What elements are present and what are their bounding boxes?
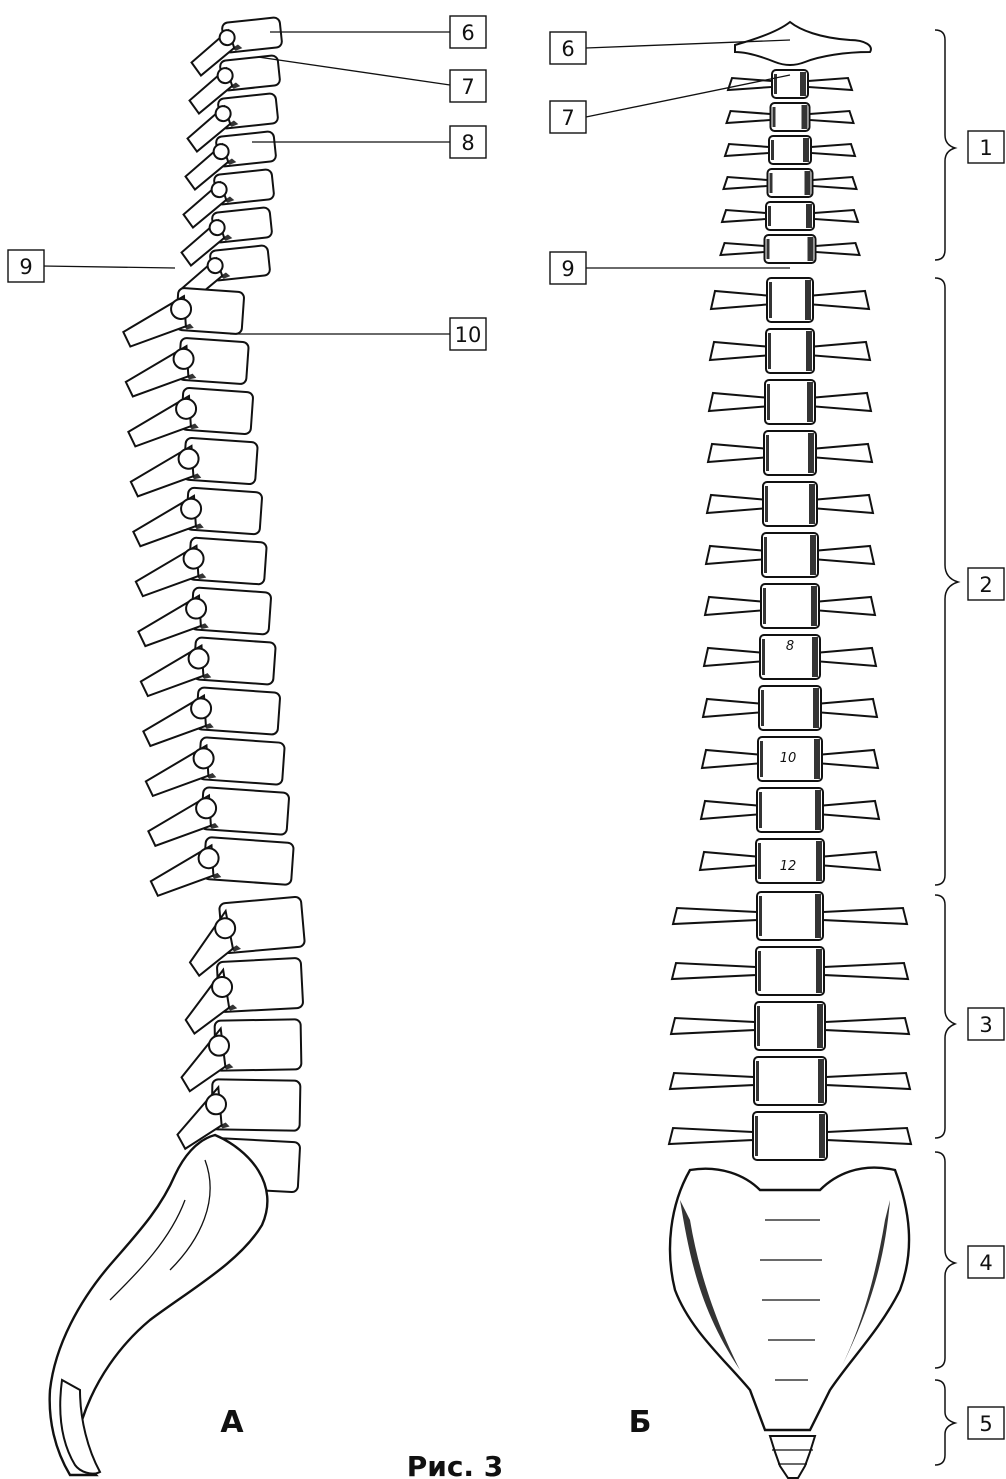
vertebra-marking-10: 10 (780, 751, 797, 766)
anterior-vertebra (725, 136, 855, 164)
anterior-atlas (735, 22, 871, 65)
anterior-vertebrae (669, 70, 911, 1160)
svg-text:3: 3 (979, 1013, 992, 1037)
anterior-vertebra (703, 686, 877, 730)
anterior-vertebra (710, 329, 870, 373)
view-label-b: Б (629, 1405, 652, 1440)
svg-text:7: 7 (461, 75, 474, 99)
lateral-spine (50, 17, 307, 1475)
svg-text:5: 5 (979, 1412, 992, 1436)
anterior-spine (669, 22, 911, 1478)
anterior-vertebra (706, 533, 874, 577)
anterior-vertebra (707, 482, 873, 526)
anterior-callout-9: 9 (550, 252, 790, 284)
anterior-vertebra (727, 103, 854, 131)
anterior-vertebra (670, 1057, 910, 1105)
figure-caption: Рис. 3 (407, 1450, 504, 1479)
svg-text:9: 9 (19, 255, 32, 279)
anterior-coccyx (770, 1436, 815, 1478)
svg-text:10: 10 (455, 323, 482, 347)
lateral-vertebral-bodies (122, 17, 306, 1212)
anterior-vertebra (673, 892, 907, 940)
svg-text:6: 6 (561, 37, 574, 61)
anterior-vertebra (671, 1002, 909, 1050)
svg-text:4: 4 (979, 1251, 992, 1275)
anterior-vertebra (721, 235, 860, 263)
lateral-callout-10: 10 (230, 318, 486, 350)
svg-text:7: 7 (561, 106, 574, 130)
lateral-callout-8: 8 (252, 126, 486, 158)
anterior-vertebra (722, 202, 858, 230)
anterior-vertebra (724, 169, 857, 197)
region-brace-3: 3 (935, 895, 1004, 1138)
svg-text:8: 8 (461, 131, 474, 155)
vertebra-marking-8: 8 (786, 639, 794, 654)
anterior-vertebra (705, 584, 875, 628)
region-brace-1: 1 (935, 30, 1004, 260)
svg-text:9: 9 (561, 257, 574, 281)
region-brace-4: 4 (935, 1152, 1004, 1368)
lateral-callout-9: 9 (8, 250, 175, 282)
anterior-vertebra (669, 1112, 911, 1160)
view-label-a: А (220, 1405, 244, 1440)
lateral-callout-7: 7 (258, 57, 486, 102)
lateral-callout-6: 6 (270, 16, 486, 48)
anterior-vertebra (711, 278, 869, 322)
anterior-vertebra (709, 380, 871, 424)
svg-text:6: 6 (461, 21, 474, 45)
region-brace-5: 5 (935, 1380, 1004, 1465)
anterior-vertebra (701, 788, 879, 832)
anterior-vertebra (708, 431, 872, 475)
region-brace-2: 2 (935, 278, 1004, 885)
svg-text:2: 2 (979, 573, 992, 597)
vertebra-marking-12: 12 (780, 859, 797, 874)
lateral-vertebra (150, 833, 294, 905)
anterior-vertebra (672, 947, 908, 995)
svg-text:1: 1 (979, 136, 992, 160)
